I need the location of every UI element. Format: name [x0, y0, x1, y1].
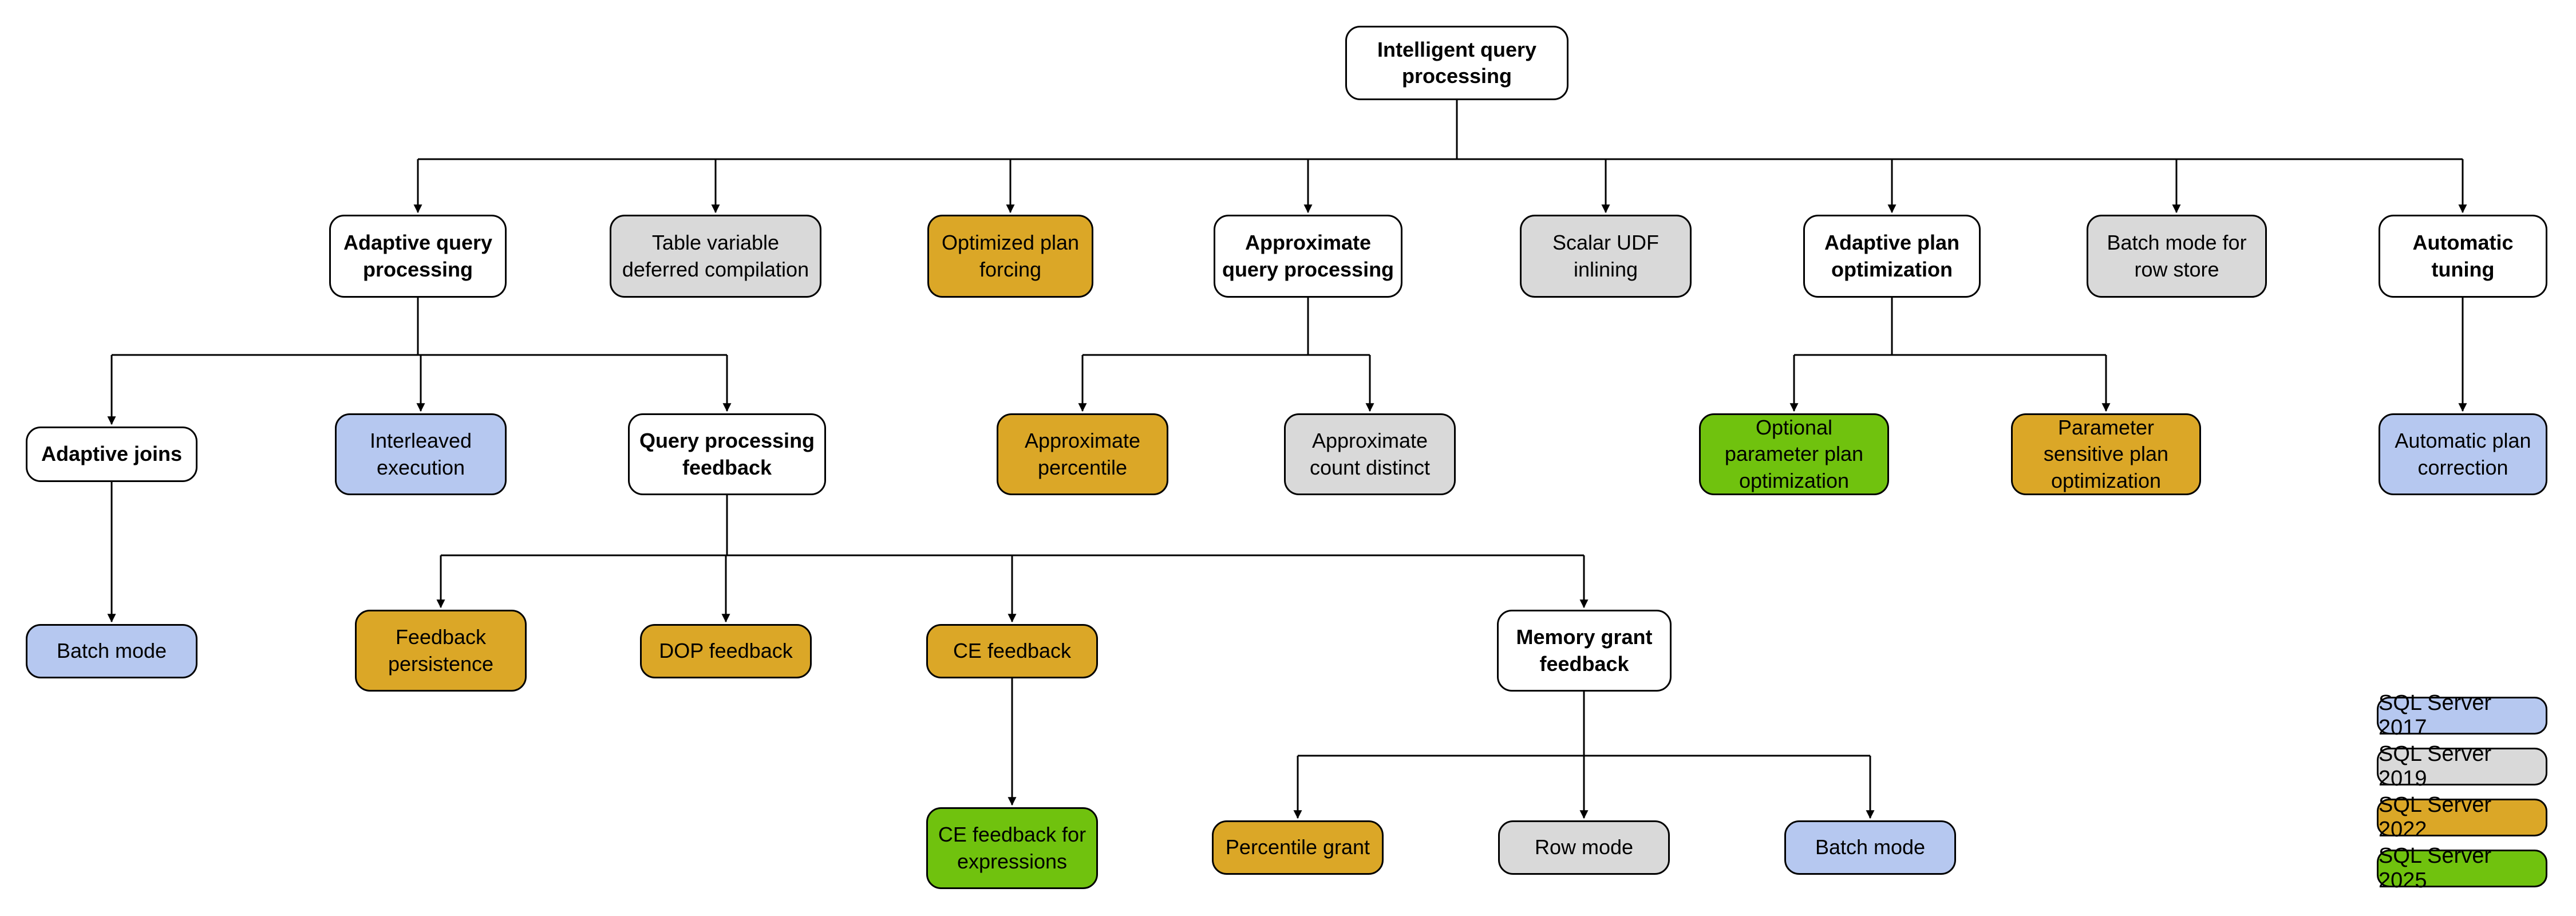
node-adaptive-plan-optimization: Adaptive plan optimization	[1803, 215, 1981, 298]
node-optimized-plan-forcing: Optimized plan forcing	[927, 215, 1093, 298]
node-adaptive-query-processing: Adaptive query processing	[329, 215, 507, 298]
node-query-processing-feedback: Query processing feedback	[628, 413, 826, 495]
node-batch-mode-for-row-store: Batch mode for row store	[2087, 215, 2267, 298]
node-automatic-tuning: Automatic tuning	[2379, 215, 2547, 298]
node-parameter-sensitive-plan-optimization: Parameter sensitive plan optimization	[2011, 413, 2201, 495]
legend-item-sql-server-2019: SQL Server 2019	[2377, 742, 2547, 791]
node-intelligent-query-processing: Intelligent query processing	[1345, 26, 1568, 100]
node-interleaved-execution: Interleaved execution	[335, 413, 507, 495]
legend-item-sql-server-2017: SQL Server 2017	[2377, 691, 2547, 740]
node-approximate-query-processing: Approximate query processing	[1214, 215, 1402, 298]
node-batch-mode-under-adaptive-joins: Batch mode	[26, 624, 197, 678]
node-ce-feedback-for-expressions: CE feedback for expressions	[926, 807, 1098, 889]
node-approximate-percentile: Approximate percentile	[997, 413, 1168, 495]
node-approximate-count-distinct: Approximate count distinct	[1284, 413, 1456, 495]
legend-item-sql-server-2022: SQL Server 2022	[2377, 793, 2547, 842]
node-optional-parameter-plan-optimization: Optional parameter plan optimization	[1699, 413, 1889, 495]
node-ce-feedback: CE feedback	[926, 624, 1098, 678]
node-feedback-persistence: Feedback persistence	[355, 610, 527, 692]
node-dop-feedback: DOP feedback	[640, 624, 812, 678]
node-percentile-grant: Percentile grant	[1212, 820, 1384, 875]
node-table-variable-deferred-compilation: Table variable deferred compilation	[610, 215, 821, 298]
node-batch-mode-under-memory-grant: Batch mode	[1784, 820, 1956, 875]
node-adaptive-joins: Adaptive joins	[26, 427, 197, 482]
node-scalar-udf-inlining: Scalar UDF inlining	[1520, 215, 1692, 298]
node-memory-grant-feedback: Memory grant feedback	[1497, 610, 1672, 692]
legend-item-sql-server-2025: SQL Server 2025	[2377, 844, 2547, 893]
node-row-mode: Row mode	[1498, 820, 1670, 875]
node-automatic-plan-correction: Automatic plan correction	[2379, 413, 2547, 495]
